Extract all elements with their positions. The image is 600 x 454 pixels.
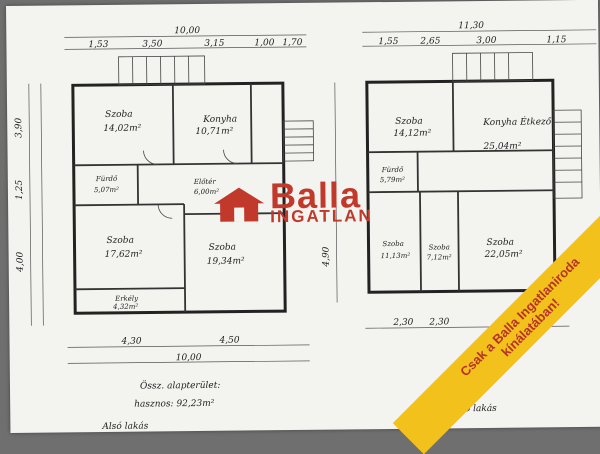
right-top-seg-dim: 1,15 [546, 35, 566, 45]
note-line: Alsó lakás [101, 421, 148, 432]
room-name: Szoba [105, 110, 133, 120]
room-area: 10,71m² [195, 127, 233, 137]
right-top-seg-dim: 2,65 [419, 36, 440, 46]
floor-plan-sheet: 10,00 1,53 3,50 3,15 1,00 1,70 3,90 1,25… [6, 0, 600, 433]
note-line: Össz. alapterület: [140, 379, 220, 392]
room-name: Erkély [114, 295, 139, 303]
room-area: 17,62m² [105, 250, 143, 260]
room-area: 7,12m² [427, 253, 452, 261]
room-area: 5,07m² [94, 186, 119, 194]
room-name: Szoba [429, 243, 450, 251]
left-top-seg-dim: 1,00 [254, 38, 274, 48]
left-floor-plan: 10,00 1,53 3,50 3,15 1,00 1,70 3,90 1,25… [13, 25, 316, 433]
left-top-seg-dim: 3,50 [142, 39, 162, 49]
room-area: 14,12m² [393, 129, 431, 139]
room-name: Szoba [382, 240, 403, 248]
left-top-seg-dim: 3,15 [204, 39, 224, 49]
room-name: Konyha Étkező [482, 115, 552, 128]
left-side-dim: 1,25 [15, 179, 25, 199]
house-icon [210, 183, 268, 224]
left-side-dim: 3,90 [14, 118, 24, 138]
note-line: hasznos: 92,23m² [134, 399, 215, 410]
room-area: 25,04m² [482, 142, 521, 152]
left-top-seg-dim: 1,53 [88, 40, 108, 50]
balla-ingatlan-logo: Balla INGATLAN [206, 178, 406, 228]
right-top-seg-dim: 3,00 [476, 36, 496, 46]
room-name: Szoba [208, 243, 236, 253]
room-name: Szoba [486, 238, 514, 248]
room-name: Konyha [202, 115, 237, 125]
room-area: 14,02m² [103, 124, 141, 134]
room-area: 11,13m² [381, 252, 411, 260]
left-bottom-seg-dim: 4,30 [120, 337, 141, 347]
right-bottom-seg-dim: 2,30 [392, 318, 413, 328]
logo-sub-text: INGATLAN [270, 206, 373, 227]
room-name: Fürdő [381, 165, 404, 174]
room-area: 19,34m² [207, 257, 245, 267]
left-top-seg-dim: 1,70 [282, 38, 302, 48]
room-area: 22,05m² [484, 250, 523, 260]
right-top-total-dim: 11,30 [458, 21, 484, 31]
room-name: Szoba [106, 236, 134, 246]
left-top-total-dim: 10,00 [174, 26, 200, 36]
room-name: Fürdő [95, 174, 118, 183]
room-area: 4,32m² [112, 303, 138, 311]
right-bottom-seg-dim: 2,30 [428, 317, 449, 327]
left-bottom-total-dim: 10,00 [176, 353, 202, 363]
left-bottom-seg-dim: 4,50 [218, 336, 239, 346]
right-top-seg-dim: 1,55 [378, 37, 398, 47]
room-name: Szoba [395, 117, 423, 127]
right-side-dim: 4,90 [322, 246, 332, 267]
left-side-dim: 4,00 [16, 251, 26, 272]
